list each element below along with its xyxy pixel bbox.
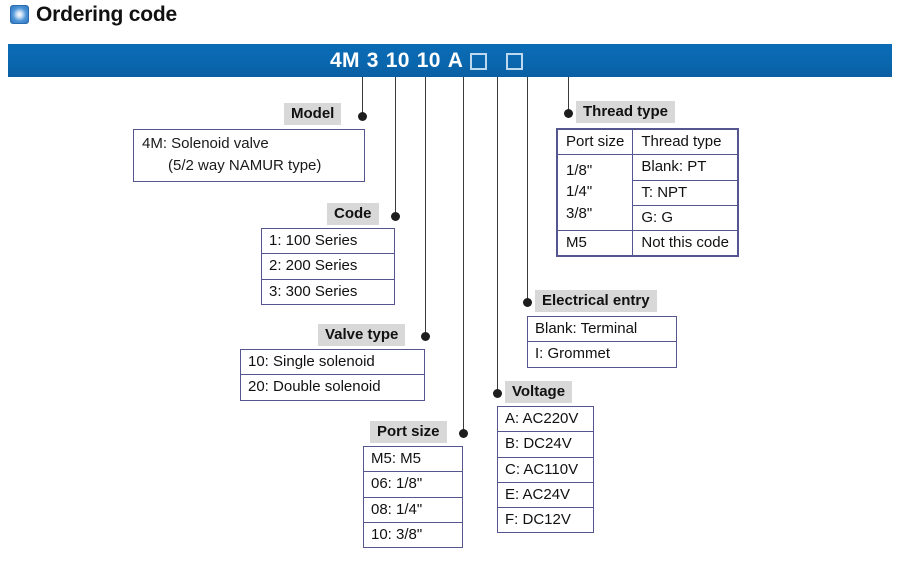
blue-square-bullet-icon <box>10 5 29 24</box>
leader-dot-port-size <box>459 429 468 438</box>
thread-type-row-2: T: NPT <box>558 179 738 206</box>
code-segment-port-size: 10 <box>416 49 441 72</box>
model-option-line1: 4M: Solenoid valve <box>142 135 269 152</box>
leader-dot-model <box>358 112 367 121</box>
code-options-box: 1: 100 Series 2: 200 Series 3: 300 Serie… <box>261 228 395 305</box>
section-label-port-size: Port size <box>370 421 447 444</box>
valve-type-options-box: 10: Single solenoid 20: Double solenoid <box>240 349 425 401</box>
voltage-option-1: A: AC220V <box>498 407 593 433</box>
page-title-row: Ordering code <box>10 4 177 25</box>
section-label-voltage: Voltage <box>505 381 573 404</box>
leader-dot-code <box>391 212 400 221</box>
thread-type-row-3: G: G <box>558 204 738 232</box>
leader-dot-electrical-entry <box>523 298 532 307</box>
section-label-thread-type: Thread type <box>576 101 676 124</box>
leader-line-electrical-entry <box>527 77 528 302</box>
section-label-code: Code <box>327 203 379 226</box>
thread-type-value-1: Blank: PT <box>632 154 738 181</box>
leader-line-valve-type <box>425 77 426 336</box>
thread-type-port-size-group: 1/8" 1/4" 3/8" <box>556 154 634 232</box>
thread-type-row-1: 1/8" 1/4" 3/8" Blank: PT <box>556 154 738 232</box>
section-label-model: Model <box>284 103 342 126</box>
leader-line-code <box>395 77 396 216</box>
thread-type-table: Port size Thread type 1/8" 1/4" 3/8" Bla… <box>556 128 739 258</box>
code-segment-electrical-entry-box <box>470 52 488 70</box>
thread-type-port-size-3: 3/8" <box>566 205 593 223</box>
model-options-box: 4M: Solenoid valve (5/2 way NAMUR type) <box>133 129 365 182</box>
thread-type-header-thread-type: Thread type <box>632 128 738 156</box>
code-segment-voltage: A <box>447 49 464 72</box>
ordering-code-string: 4M 3 10 10 A <box>330 48 524 74</box>
valve-type-option-1: 10: Single solenoid <box>241 350 424 376</box>
thread-type-value-2: T: NPT <box>632 179 738 206</box>
thread-type-port-size-1: 1/8" <box>566 161 593 179</box>
thread-type-value-3: G: G <box>632 204 738 232</box>
model-option-line2: (5/2 way NAMUR type) <box>168 156 322 174</box>
port-size-option-4: 10: 3/8" <box>371 525 423 543</box>
section-label-electrical-entry: Electrical entry <box>535 290 657 313</box>
leader-line-port-size <box>463 77 464 433</box>
leader-dot-thread-type <box>564 109 573 118</box>
thread-type-port-size-m5: M5 <box>556 230 634 257</box>
thread-type-port-size-2: 1/4" <box>566 183 593 201</box>
port-size-option-3: 08: 1/4" <box>364 498 462 523</box>
thread-type-header-row: Port size Thread type <box>556 128 738 156</box>
electrical-entry-option-2: I: Grommet <box>535 345 611 363</box>
thread-type-value-m5: Not this code <box>632 230 738 257</box>
voltage-option-4: E: AC24V <box>498 483 593 509</box>
code-segment-valve-type: 10 <box>385 49 410 72</box>
leader-line-voltage <box>497 77 498 393</box>
leader-dot-valve-type <box>421 332 430 341</box>
port-size-option-1: M5: M5 <box>364 447 462 473</box>
code-segment-code: 3 <box>366 49 379 72</box>
page-title: Ordering code <box>36 3 177 26</box>
section-label-valve-type: Valve type <box>318 324 406 347</box>
code-option-3: 3: 300 Series <box>269 282 358 300</box>
electrical-entry-options-box: Blank: Terminal I: Grommet <box>527 316 677 368</box>
thread-type-row-4: M5 Not this code <box>556 230 738 257</box>
code-segment-thread-type-box <box>506 52 524 70</box>
code-option-1: 1: 100 Series <box>262 229 394 255</box>
code-bar <box>8 44 892 77</box>
voltage-options-box: A: AC220V B: DC24V C: AC110V E: AC24V F:… <box>497 406 594 534</box>
leader-line-model <box>362 77 363 116</box>
thread-type-header-port-size: Port size <box>556 128 634 156</box>
leader-dot-voltage <box>493 389 502 398</box>
leader-line-thread-type <box>568 77 569 113</box>
port-size-options-box: M5: M5 06: 1/8" 08: 1/4" 10: 3/8" <box>363 446 463 549</box>
code-segment-model: 4M <box>330 49 360 72</box>
electrical-entry-option-1: Blank: Terminal <box>528 317 676 343</box>
voltage-option-2: B: DC24V <box>498 432 593 458</box>
code-option-2: 2: 200 Series <box>262 254 394 280</box>
voltage-option-3: C: AC110V <box>498 458 593 483</box>
port-size-option-2: 06: 1/8" <box>364 472 462 498</box>
valve-type-option-2: 20: Double solenoid <box>248 378 381 396</box>
voltage-option-5: F: DC12V <box>505 511 571 529</box>
